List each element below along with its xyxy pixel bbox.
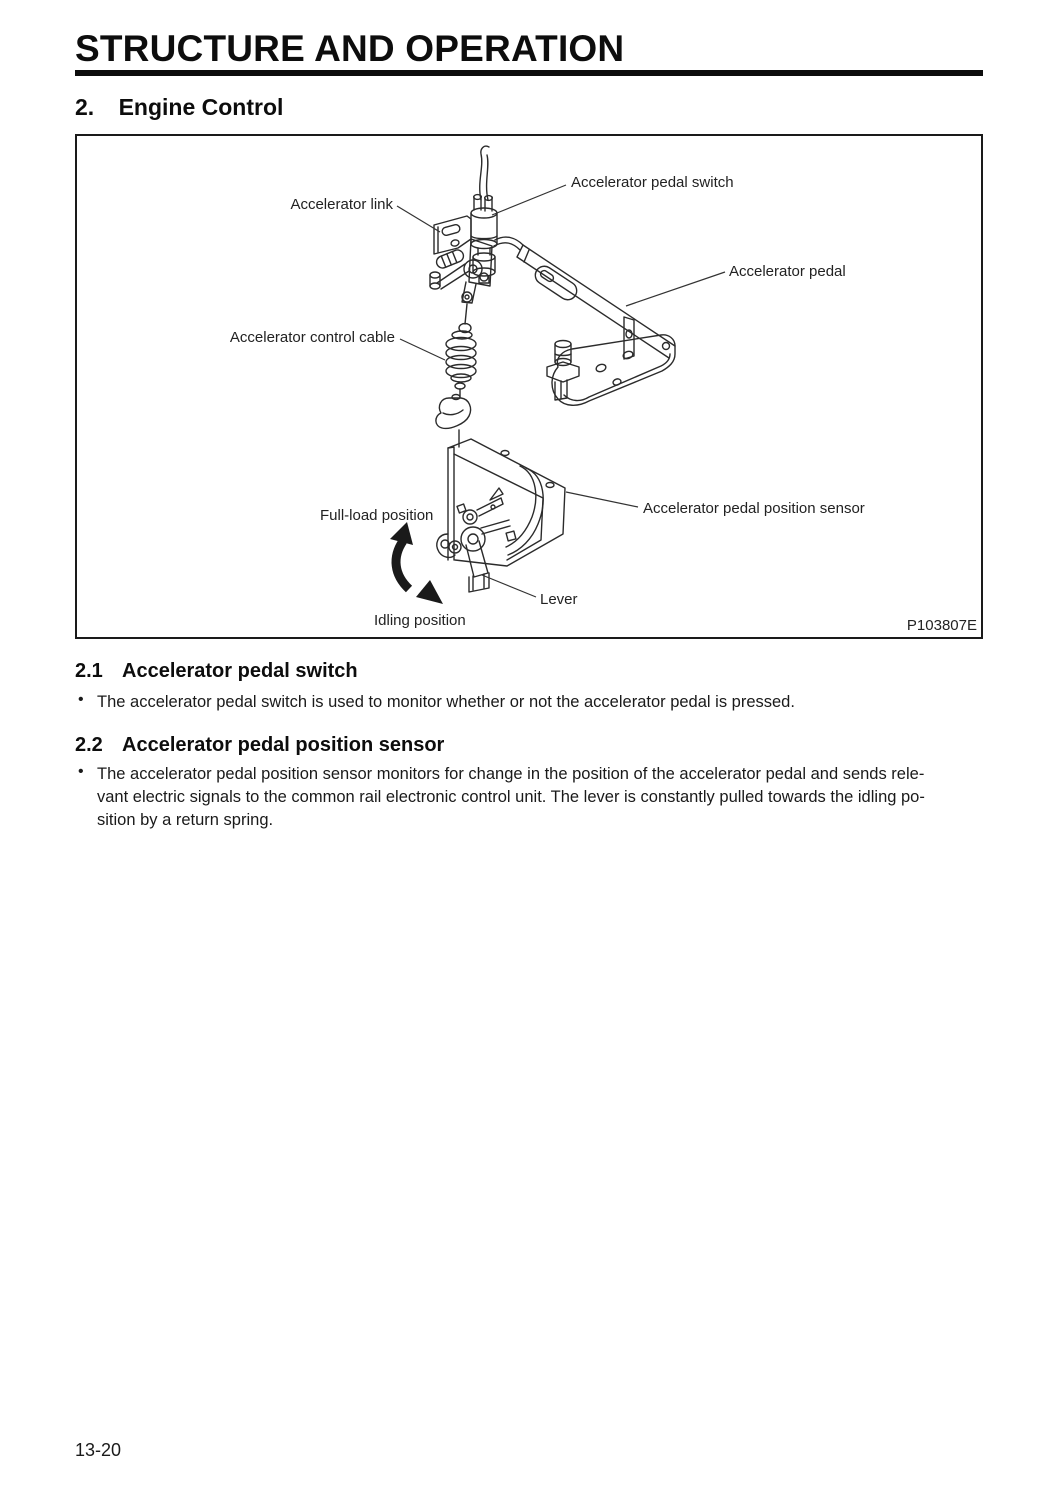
page-title: STRUCTURE AND OPERATION: [75, 28, 625, 69]
bullet-text: The accelerator pedal position sensor mo…: [97, 763, 925, 832]
pedal-switch-part: [470, 193, 498, 284]
link-rod: [493, 236, 524, 251]
section-number: 2.1: [75, 660, 103, 682]
bullet-text: The accelerator pedal switch is used to …: [97, 691, 795, 714]
section-heading-2-2: 2.2 Accelerator pedal position sensor: [75, 734, 444, 757]
label-idling-position: Idling position: [374, 612, 466, 629]
accelerator-pedal-part: [516, 244, 676, 406]
text-line: The accelerator pedal position sensor mo…: [97, 765, 925, 783]
label-accelerator-pedal-switch: Accelerator pedal switch: [571, 174, 734, 191]
chapter-title: Engine Control: [118, 94, 284, 120]
accelerator-link-part: [429, 215, 493, 304]
bullet-marker: •: [78, 763, 84, 780]
title-rule: [75, 70, 983, 76]
figure-labels: Accelerator link Accelerator pedal switc…: [230, 174, 977, 634]
section-2-1-bullet: • The accelerator pedal switch is used t…: [78, 691, 795, 714]
section-2-2-bullet: • The accelerator pedal position sensor …: [78, 763, 925, 832]
leader-lever: [481, 574, 537, 598]
label-accelerator-link: Accelerator link: [290, 196, 393, 213]
label-accelerator-control-cable: Accelerator control cable: [230, 329, 395, 346]
figure-frame: Accelerator link Accelerator pedal switc…: [75, 134, 983, 639]
page-number: 13-20: [75, 1440, 122, 1460]
leader-pedal-switch: [491, 184, 567, 216]
leader-accelerator-link: [396, 205, 441, 233]
leader-position-sensor: [565, 491, 639, 508]
section-number: 2.2: [75, 734, 103, 756]
bullet-marker: •: [78, 691, 84, 708]
engine-control-diagram: Accelerator link Accelerator pedal switc…: [230, 145, 977, 634]
leader-accelerator-pedal: [625, 271, 726, 307]
section-heading-2-1: 2.1 Accelerator pedal switch: [75, 660, 358, 683]
switch-wire: [479, 145, 490, 201]
text-line: vant electric signals to the common rail…: [97, 788, 925, 806]
figure-code: P103807E: [907, 617, 977, 634]
text-line: sition by a return spring.: [97, 811, 274, 829]
text-line: The accelerator pedal switch is used to …: [97, 693, 795, 711]
label-position-sensor: Accelerator pedal position sensor: [643, 500, 865, 517]
label-full-load-position: Full-load position: [320, 507, 433, 524]
position-sensor-part: [436, 438, 566, 567]
motion-range-arrow: [390, 522, 443, 604]
diagram-linework: [429, 145, 676, 593]
leader-control-cable: [399, 338, 446, 361]
chapter-number: 2.: [75, 94, 95, 120]
label-lever: Lever: [540, 591, 578, 608]
leader-lines: [396, 184, 726, 598]
section-title: Accelerator pedal position sensor: [122, 734, 445, 756]
label-accelerator-pedal: Accelerator pedal: [729, 263, 846, 280]
control-cable-part: [435, 303, 477, 448]
chapter-heading: 2. Engine Control: [75, 94, 283, 121]
section-title: Accelerator pedal switch: [122, 660, 358, 682]
lever-part: [465, 540, 490, 593]
